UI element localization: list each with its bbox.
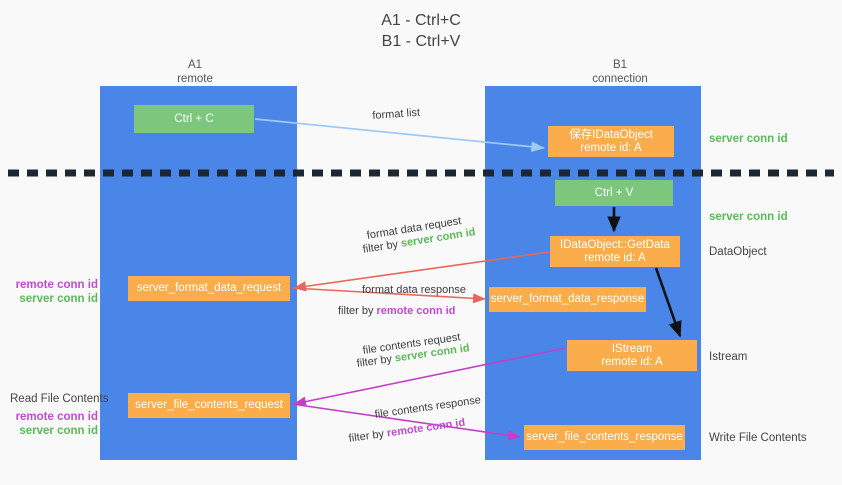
column-header-a1: A1 remote <box>120 58 270 86</box>
label-server-conn-id-mid: server conn id <box>709 211 788 223</box>
box-idataobject-line1: 保存IDataObject <box>569 128 653 141</box>
box-server-format-data-response[interactable]: server_format_data_response <box>489 287 646 312</box>
label-conn-id-group-lower: remote conn id server conn id <box>10 410 98 438</box>
column-a1-name: A1 <box>187 59 203 71</box>
label-read-file-contents: Read File Contents <box>10 393 109 405</box>
box-idataobject-line2: remote id: A <box>580 141 642 154</box>
label-write-file-contents: Write File Contents <box>709 432 807 444</box>
box-ctrl-c[interactable]: Ctrl + C <box>134 105 254 133</box>
remote-conn-id-text-1: remote conn id <box>376 305 456 317</box>
filter-by-text-4: filter by <box>348 428 385 445</box>
column-a1-sub: remote <box>177 73 213 85</box>
box-getdata-line2: remote id: A <box>584 251 646 264</box>
box-server-format-data-request[interactable]: server_format_data_request <box>128 276 290 301</box>
box-idataobject[interactable]: 保存IDataObject remote id: A <box>548 126 674 157</box>
flow-label-filter-by-remote-conn-id-1: filter by remote conn id <box>338 305 455 317</box>
flow-label-format-data-response: format data response <box>362 284 466 296</box>
label-server-conn-id-top: server conn id <box>709 133 788 145</box>
title-line-1: A1 - Ctrl+C <box>381 12 461 29</box>
filter-by-text-2: filter by <box>338 305 374 317</box>
label-server-conn-id-2: server conn id <box>19 425 98 437</box>
box-idataobject-getdata[interactable]: IDataObject::GetData remote id: A <box>550 236 680 267</box>
label-remote-conn-id-2: remote conn id <box>15 411 98 423</box>
label-dataobject: DataObject <box>709 246 767 258</box>
flow-label-format-list: format list <box>372 106 421 122</box>
label-server-conn-id-1: server conn id <box>19 293 98 305</box>
filter-by-text-3: filter by <box>356 353 393 370</box>
column-b1-sub: connection <box>592 73 648 85</box>
label-istream: Istream <box>709 351 748 363</box>
box-ctrl-c-label: Ctrl + C <box>174 112 214 125</box>
flow-label-file-contents-response: file contents response <box>374 394 482 421</box>
remote-conn-id-text-2: remote conn id <box>386 416 466 440</box>
column-b1-name: B1 <box>612 59 628 71</box>
box-server-format-data-response-label: server_format_data_response <box>490 293 645 305</box>
label-conn-id-group-upper: remote conn id server conn id <box>10 278 98 306</box>
flow-label-filter-by-remote-conn-id-2: filter by remote conn id <box>348 417 466 445</box>
column-header-b1: B1 connection <box>545 58 695 86</box>
title-line-2: B1 - Ctrl+V <box>381 33 461 50</box>
box-istream[interactable]: IStream remote id: A <box>567 340 697 371</box>
box-ctrl-v-label: Ctrl + V <box>594 186 634 199</box>
box-istream-line2: remote id: A <box>601 355 663 368</box>
box-server-file-contents-response-label: server_file_contents_response <box>526 431 683 443</box>
box-server-file-contents-response[interactable]: server_file_contents_response <box>524 425 685 450</box>
box-ctrl-v[interactable]: Ctrl + V <box>555 180 673 206</box>
label-remote-conn-id-1: remote conn id <box>15 279 98 291</box>
diagram-title: A1 - Ctrl+C B1 - Ctrl+V <box>0 10 842 52</box>
box-istream-line1: IStream <box>611 342 653 355</box>
box-server-file-contents-request-label: server_file_contents_request <box>135 399 283 411</box>
box-server-file-contents-request[interactable]: server_file_contents_request <box>128 393 290 418</box>
box-server-format-data-request-label: server_format_data_request <box>136 282 282 294</box>
box-getdata-line1: IDataObject::GetData <box>560 238 670 251</box>
